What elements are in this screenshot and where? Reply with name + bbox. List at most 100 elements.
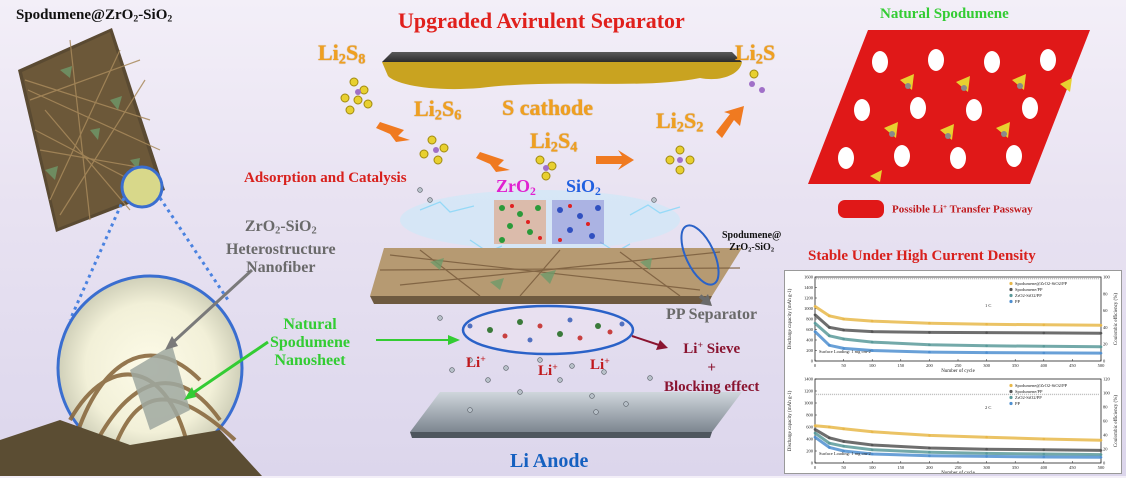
data-point (842, 444, 845, 448)
x-tick-label: 100 (869, 465, 877, 470)
y2-tick-label: 0 (1103, 359, 1106, 364)
data-point (985, 452, 988, 455)
data-point (1042, 323, 1046, 327)
data-point (985, 435, 988, 439)
data-point (1042, 448, 1046, 452)
data-point (828, 343, 831, 347)
y2-axis-title: Coulombic efficiency (%) (1114, 395, 1119, 447)
li-anode-label: Li Anode (510, 450, 589, 472)
y-tick-label: 600 (806, 327, 814, 332)
legend-label: PP (1015, 401, 1021, 406)
x-tick-label: 350 (1012, 363, 1020, 368)
data-point (828, 334, 831, 338)
spodumene-crystal (808, 30, 1090, 184)
data-point (870, 319, 874, 323)
y-tick-label: 600 (806, 425, 814, 430)
data-point (928, 331, 931, 334)
data-point (985, 447, 988, 451)
legend-label: Spodumene@ZrO2-SiO2/PP (1015, 281, 1068, 286)
y-tick-label: 200 (806, 348, 814, 353)
left-title: Spodumene@ZrO2-SiO2 (16, 7, 173, 25)
x-axis-title: Number of cycle (941, 471, 975, 473)
data-point (985, 322, 988, 326)
data-point (842, 317, 845, 321)
x-tick-label: 150 (897, 363, 905, 368)
separator-layer (370, 248, 742, 304)
y-tick-label: 1200 (804, 389, 814, 394)
series-line (814, 313, 1102, 335)
legend-marker (1009, 281, 1013, 286)
legend-marker (1009, 401, 1013, 406)
x-tick-label: 0 (814, 465, 817, 470)
label-li2s6: Li2S6 (414, 96, 462, 124)
data-point (1099, 456, 1103, 459)
zro2-crystal (494, 200, 546, 244)
li-ion-label-1: Li+ (466, 354, 486, 371)
x-tick-label: 500 (1098, 363, 1106, 368)
data-point (813, 313, 817, 317)
li-anode-plate (410, 392, 742, 438)
sio2-label: SiO2 (566, 176, 601, 198)
x-tick-label: 150 (897, 465, 905, 470)
x-tick-label: 200 (926, 465, 934, 470)
x-tick-label: 100 (869, 363, 877, 368)
data-point (842, 347, 845, 350)
data-point (813, 321, 817, 325)
data-point (1099, 351, 1103, 355)
stable-title: Stable Under High Current Density (808, 248, 1036, 264)
x-tick-label: 0 (814, 363, 817, 368)
legend-marker (1009, 287, 1013, 292)
legend-marker (1009, 389, 1013, 394)
data-point (813, 431, 817, 435)
data-point (813, 435, 817, 439)
label-li2s2: Li2S2 (656, 108, 704, 136)
legend-label: ZrO2-SiO2/PP (1015, 293, 1042, 298)
y-axis-title: Discharge capacity (mAh g-1) (788, 288, 793, 349)
series-line (814, 431, 1102, 457)
legend-marker (1009, 299, 1013, 304)
data-point (813, 424, 817, 428)
x-tick-label: 250 (955, 363, 963, 368)
y2-tick-label: 20 (1103, 342, 1108, 347)
data-point (1042, 452, 1046, 456)
data-point (842, 449, 845, 453)
data-point (1099, 345, 1103, 349)
data-point (842, 427, 845, 431)
adsorption-label: Adsorption and Catalysis (244, 170, 407, 186)
zoom-lines (68, 197, 230, 321)
data-point (870, 349, 874, 352)
rate-annotation: 1 C (985, 303, 991, 308)
passway-swatch (838, 200, 884, 218)
s-cathode-label: S cathode (502, 95, 594, 120)
data-point (870, 430, 874, 434)
data-point (928, 343, 931, 347)
data-point (870, 443, 874, 447)
data-point (1042, 437, 1046, 441)
li-droplets (417, 187, 657, 415)
zoom-spot (120, 165, 164, 209)
x-axis-title: Number of cycle (941, 369, 975, 374)
sieve-label: Li+ Sieve+Blocking effect (664, 340, 760, 395)
x-tick-label: 50 (841, 465, 846, 470)
data-point (842, 440, 845, 443)
surface-loading-label: Surface Loading: 1 mg cm-2 (819, 451, 871, 456)
data-point (842, 337, 845, 341)
surface-loading-label: Surface Loading: 1 mg cm-2 (819, 349, 871, 354)
y-tick-label: 1000 (804, 306, 814, 311)
data-point (828, 436, 831, 440)
li-ion-label-2: Li+ (538, 362, 558, 379)
y-tick-label: 0 (811, 461, 814, 466)
y2-tick-label: 20 (1103, 447, 1108, 452)
data-point (1099, 438, 1103, 442)
label-li2s4: Li2S4 (530, 128, 578, 156)
y2-tick-label: 60 (1103, 419, 1108, 424)
legend-marker (1009, 383, 1013, 388)
y2-tick-label: 60 (1103, 308, 1108, 313)
legend-label: Spodumene/PP (1015, 287, 1043, 292)
y-tick-label: 1400 (804, 377, 814, 382)
data-point (828, 441, 831, 445)
data-point (928, 434, 931, 437)
right-title: Natural Spodumene (880, 6, 1009, 22)
x-tick-label: 350 (1012, 465, 1020, 470)
series-line (814, 305, 1102, 327)
